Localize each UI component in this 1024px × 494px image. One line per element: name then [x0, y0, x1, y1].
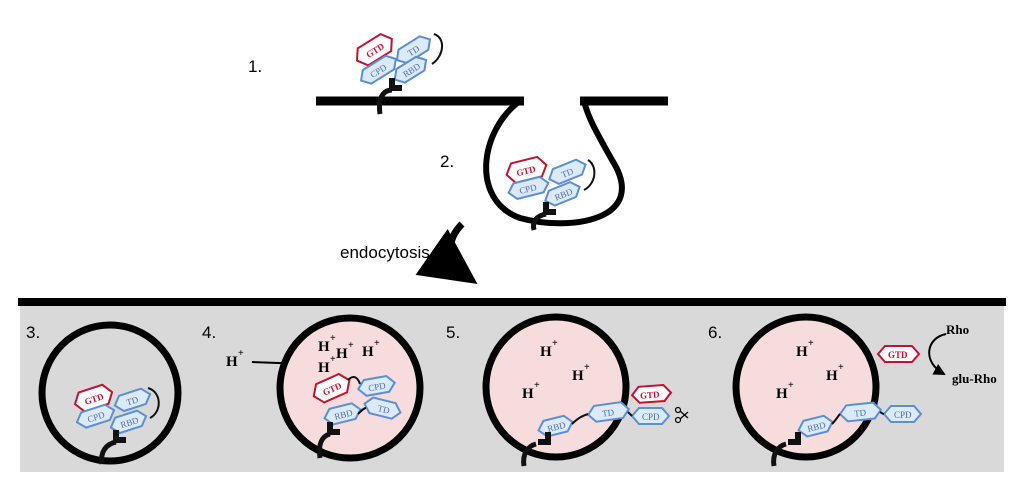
toxin-step-6: RBD TD CPD — [771, 401, 923, 467]
svg-text:H: H — [572, 368, 584, 384]
svg-text:+: + — [374, 338, 380, 349]
svg-text:+: + — [534, 380, 540, 391]
step-5-label: 5. — [446, 323, 460, 342]
svg-text:H: H — [336, 346, 348, 362]
td-label: TD — [125, 394, 140, 407]
cpd-label: CPD — [894, 410, 912, 420]
endocytosis-label: endocytosis — [340, 243, 430, 262]
plasma-membrane — [316, 96, 668, 227]
toxin-step-5: RBD TD CPD GTD — [521, 384, 673, 467]
released-gtd: GTD — [876, 345, 921, 363]
endosome-5 — [482, 313, 630, 461]
svg-text:+: + — [788, 380, 794, 391]
td-label: TD — [854, 407, 867, 418]
step-4-label: 4. — [202, 323, 216, 342]
svg-text:H: H — [796, 344, 808, 360]
gtd-label: GTD — [515, 164, 537, 179]
svg-text:+: + — [238, 348, 244, 359]
step-3-label: 3. — [26, 323, 40, 342]
svg-text:+: + — [552, 338, 558, 349]
svg-text:H: H — [540, 344, 552, 360]
svg-text:+: + — [584, 362, 590, 373]
svg-text:H: H — [226, 354, 238, 370]
rbd-label: RBD — [806, 420, 827, 434]
svg-text:+: + — [348, 340, 354, 351]
td-label: TD — [560, 166, 575, 180]
td-label: TD — [602, 407, 616, 419]
scissors-icon — [674, 406, 689, 424]
glu-rho-label: glu-Rho — [952, 371, 997, 386]
svg-text:+: + — [808, 338, 814, 349]
step-6-label: 6. — [708, 323, 722, 342]
step-2-label: 2. — [440, 152, 454, 171]
endosome-4 — [276, 314, 424, 462]
svg-text:H: H — [362, 344, 374, 360]
cpd-label: CPD — [518, 182, 538, 196]
rbd-label: RBD — [333, 407, 354, 421]
svg-text:+: + — [838, 362, 844, 373]
toxin-step-1: GTD CPD TD RBD — [356, 32, 443, 115]
svg-text:H: H — [318, 339, 330, 355]
protons-4: H + H + H + H + — [318, 333, 380, 376]
step-1-label: 1. — [248, 57, 262, 76]
toxin-step-4: GTD CPD RBD TD — [312, 372, 402, 459]
svg-text:H: H — [826, 368, 838, 384]
protons-5: H + H + H + — [522, 338, 590, 402]
rho-label: Rho — [946, 322, 969, 337]
svg-text:H: H — [318, 360, 330, 376]
proton-outside-4: H + — [226, 348, 244, 370]
svg-text:+: + — [330, 333, 336, 344]
svg-text:H: H — [776, 386, 788, 402]
cpd-label: CPD — [642, 412, 660, 422]
svg-text:GTD: GTD — [888, 350, 908, 360]
glucosylation-arrow — [928, 333, 947, 375]
svg-text:+: + — [330, 354, 336, 365]
toxin-step-2: GTD CPD TD RBD — [505, 155, 596, 231]
toxin-step-3: GTD CPD TD RBD — [73, 383, 160, 465]
endosome-6 — [732, 313, 880, 461]
rbd-label: RBD — [546, 420, 567, 434]
td-label: TD — [377, 403, 392, 416]
cpd-label: CPD — [367, 380, 386, 393]
endocytosis-arrow — [415, 221, 478, 285]
svg-text:H: H — [522, 386, 534, 402]
protons-6: H + H + H + — [776, 338, 844, 402]
gtd-label: GTD — [640, 389, 661, 400]
